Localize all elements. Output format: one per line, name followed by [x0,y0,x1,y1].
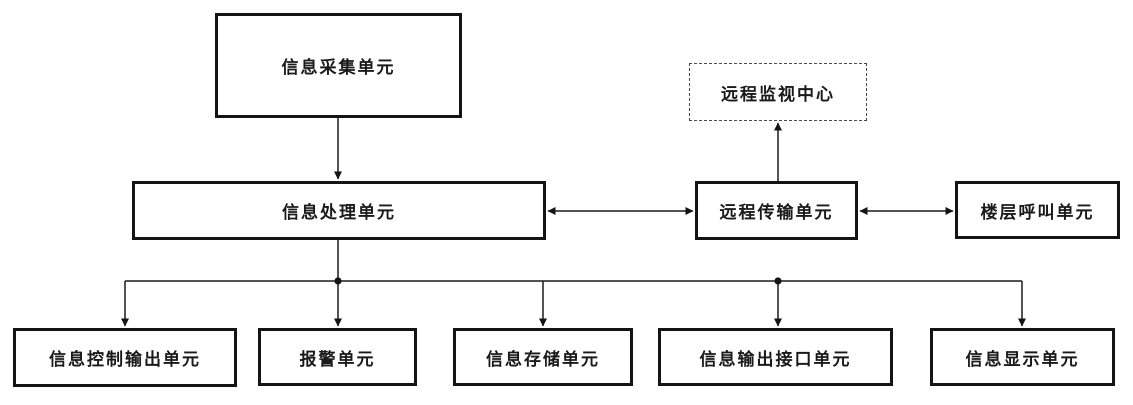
node-label: 远程传输单元 [719,203,834,223]
node-information-collection-unit: 信息采集单元 [215,13,462,118]
node-information-processing-unit: 信息处理单元 [132,181,546,240]
node-information-output-interface-unit: 信息输出接口单元 [658,328,893,386]
node-label: 信息采集单元 [281,58,396,78]
node-floor-call-unit: 楼层呼叫单元 [955,181,1120,239]
node-label: 远程监视中心 [721,84,835,105]
node-label: 信息显示单元 [965,349,1080,370]
junction-dot [774,277,782,285]
node-label: 报警单元 [299,349,376,370]
node-information-storage-unit: 信息存储单元 [453,328,633,386]
node-information-control-output-unit: 信息控制输出单元 [13,328,237,387]
junction-dot [334,277,342,285]
node-label: 信息输出接口单元 [699,349,852,370]
node-information-display-unit: 信息显示单元 [930,328,1115,386]
node-label: 楼层呼叫单元 [980,202,1095,223]
node-remote-monitoring-center: 远程监视中心 [689,63,867,121]
node-label: 信息控制输出单元 [49,350,201,370]
node-label: 信息存储单元 [486,349,600,370]
node-alarm-unit: 报警单元 [258,328,417,386]
node-label: 信息处理单元 [282,203,396,223]
node-remote-transmission-unit: 远程传输单元 [695,181,858,240]
